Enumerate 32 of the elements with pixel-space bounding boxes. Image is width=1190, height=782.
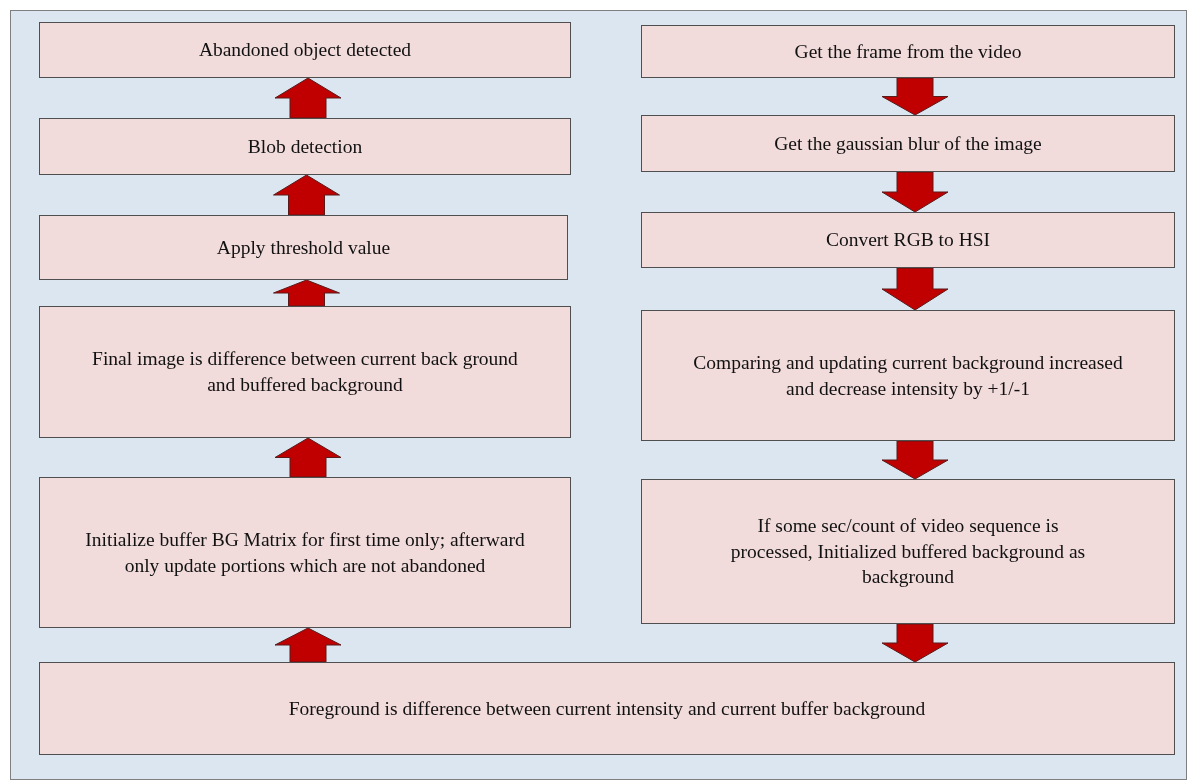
block-arrow — [273, 279, 340, 307]
process-box — [39, 22, 571, 78]
step-text: If some sec/count of video sequence is processed, Initialized buffered background as background — [729, 513, 1087, 590]
step-text: Blob detection — [247, 134, 363, 159]
block-arrow — [274, 437, 342, 478]
process-box — [39, 662, 1175, 755]
step-text: Comparing and updating current background increased and decrease intensity by +1/-1 — [692, 350, 1124, 401]
process-box — [39, 477, 571, 628]
step-text: Apply threshold value — [216, 235, 391, 260]
block-arrow — [881, 623, 949, 663]
block-arrow — [274, 77, 342, 119]
process-box — [39, 118, 571, 175]
block-arrow — [881, 77, 949, 116]
step-text: Get the frame from the video — [794, 39, 1022, 64]
block-arrow — [881, 440, 949, 480]
step-text: Final image is difference between current back ground and buffered background — [91, 347, 519, 397]
process-box — [39, 215, 568, 280]
step-text: Initialize buffer BG Matrix for first time only; afterward only update portions which are not abandoned — [84, 527, 526, 578]
block-arrow — [881, 267, 949, 311]
block-arrow — [273, 174, 340, 216]
process-box — [641, 479, 1175, 624]
step-text: Abandoned object detected — [198, 38, 412, 63]
block-arrow — [274, 627, 342, 663]
process-box — [39, 306, 571, 438]
block-arrow — [881, 171, 949, 213]
process-box — [641, 212, 1175, 268]
step-text: Get the gaussian blur of the image — [774, 131, 1042, 156]
process-box — [641, 310, 1175, 441]
process-box — [641, 115, 1175, 172]
process-box — [641, 25, 1175, 78]
step-text: Convert RGB to HSI — [825, 228, 991, 253]
step-text: Foreground is difference between current intensity and current buffer background — [288, 696, 926, 721]
